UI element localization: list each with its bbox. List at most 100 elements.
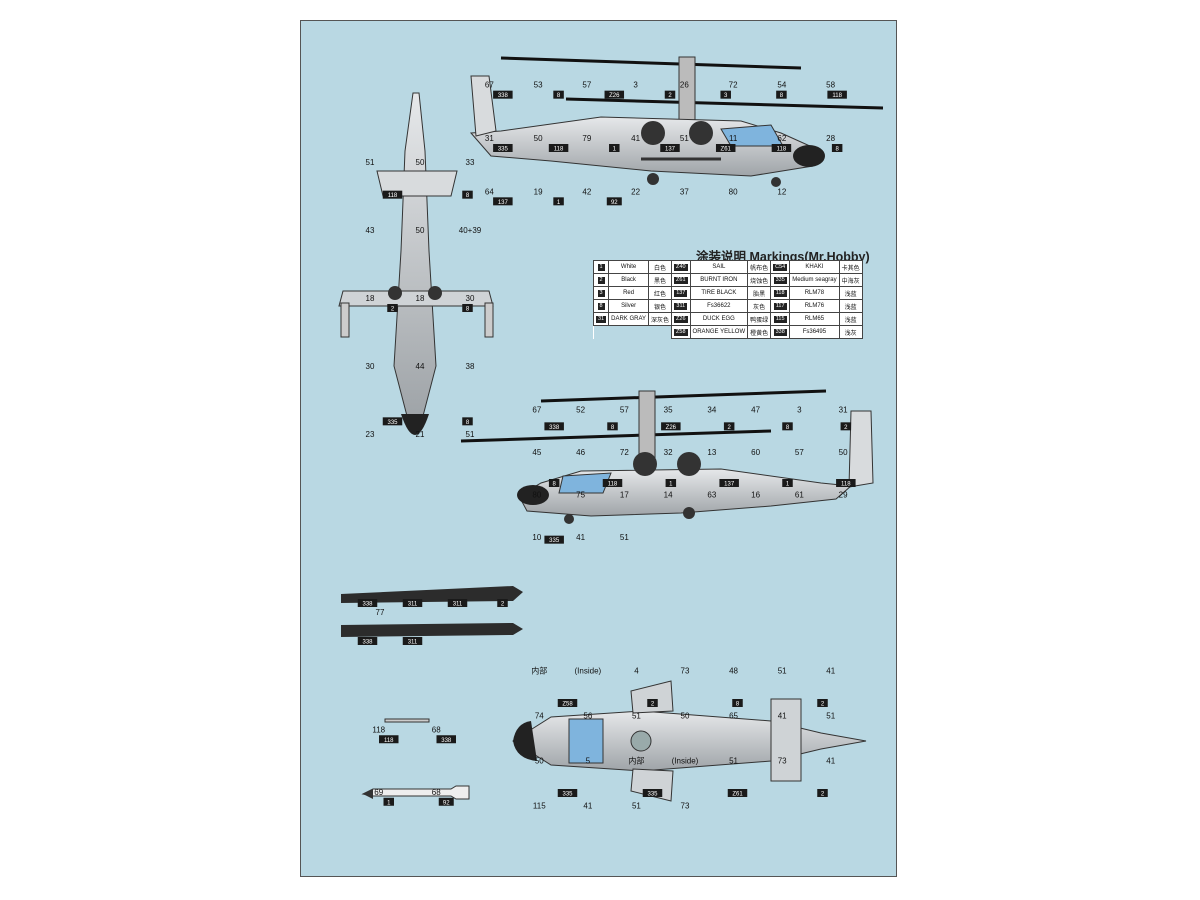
paint-chip-label: 118 [608,482,618,488]
paint-chip-label: 8 [736,702,740,708]
paint-chip-label: 338 [362,602,373,608]
paint-chip: 137 [660,144,680,153]
paint-chip-label: 1 [613,147,617,153]
callout-number: 41 [583,802,592,811]
paint-code-chip: 3 [597,289,605,297]
paint-chip-label: 1 [669,482,673,488]
paint-code-chip: 118 [773,289,787,297]
paint-chip: Z26 [604,90,625,99]
paint-chip: 8 [831,144,843,153]
paint-chip-label: 8 [466,420,470,426]
callout-number: 10 [532,533,541,542]
callout-number: 51 [632,712,641,721]
callout-number: 51 [729,757,738,766]
paint-code-chip: 338 [773,328,787,336]
callout-number: 29 [839,490,848,499]
paint-code-chip: C54 [773,263,788,271]
paint-code-chip: 137 [674,289,688,297]
paint-chip-label: 338 [498,93,509,99]
paint-chip: 335 [493,144,513,153]
legend-paint-code: 31 [592,312,610,326]
paint-chip-label: 335 [562,792,573,798]
callout-number: 12 [777,187,786,196]
callout-number: 43 [366,226,375,235]
callout-number: 58 [826,81,835,90]
callout-number: 33 [466,158,475,167]
callout-number: 50 [681,712,690,721]
paint-chip-label: 118 [777,147,787,153]
callout-number: 内部 [531,666,547,676]
callout-number: 69 [374,788,383,797]
callout-number: 31 [839,405,848,414]
callout-number: 31 [485,134,494,143]
callout-number: 75 [576,490,585,499]
paint-chip: 118 [771,144,792,153]
paint-chip: 8 [732,699,743,708]
paint-chip-label: 8 [611,425,615,431]
callout-number: 50 [416,226,425,235]
paint-chip: 137 [719,479,739,488]
paint-code-chip: 2 [597,276,605,284]
paint-code-chip: 31 [596,315,607,323]
paint-chip-label: 335 [549,538,560,544]
paint-chip-label: 137 [665,147,676,153]
paint-chip: 338 [544,422,564,431]
paint-chip: Z58 [557,699,578,708]
callout-number: 79 [582,134,591,143]
paint-chip-label: 118 [388,193,398,199]
callout-number: 51 [620,533,629,542]
paint-chip: 2 [817,699,828,708]
paint-code-chip: Z61 [674,276,688,284]
legend-paint-name: Fs36495 [789,325,840,339]
paint-chip-label: 1 [387,800,391,806]
callout-number: 3 [633,81,638,90]
paint-chip: 335 [544,535,564,544]
paint-chip: 2 [647,699,658,708]
missile-detail [361,718,470,800]
callout-number: 63 [707,490,716,499]
paint-chip: 92 [438,797,454,806]
callout-number: 67 [485,81,494,90]
callout-number: 40+39 [459,226,482,235]
paint-chip: 2 [387,304,398,313]
callout-number: 26 [680,81,689,90]
side-view-left [460,389,874,524]
paint-chip: 1 [553,197,564,206]
paint-code-chip: 1 [597,263,605,271]
callout-number: 48 [729,667,738,676]
callout-number: 72 [729,81,738,90]
callout-number: 51 [466,430,475,439]
paint-chip: 8 [782,422,793,431]
callout-number: 50 [416,158,425,167]
paint-chip: 8 [607,422,618,431]
paint-chip-label: Z26 [609,93,620,99]
paint-chip: 1 [609,144,620,153]
paint-chip-label: 118 [554,147,564,153]
paint-chip: 1 [383,797,394,806]
paint-chip-label: 8 [552,482,556,488]
bottom-view [512,680,867,802]
paint-chip-label: 2 [651,702,655,708]
callout-number: 4 [634,667,639,676]
paint-chip-label: 311 [408,602,418,608]
top-view [338,92,494,435]
callout-number: 51 [826,712,835,721]
paint-chip-label: 118 [384,738,394,744]
callout-number: 57 [582,81,591,90]
callout-number: 65 [729,712,738,721]
paint-chip: Z26 [661,422,681,431]
callout-number: 11 [729,134,738,143]
paint-chip: 2 [497,599,508,608]
callout-number: 21 [416,430,425,439]
callout-number: 73 [681,802,690,811]
paint-chip: 1 [665,479,677,488]
legend-paint-name-cn: 浅灰 [838,325,863,339]
callout-number: 14 [664,490,673,499]
paint-chip-label: 118 [841,482,851,488]
callout-number: 73 [681,667,690,676]
callout-number: 68 [432,725,441,734]
paint-chip-label: 137 [724,482,735,488]
legend-empty-cell [593,325,609,339]
